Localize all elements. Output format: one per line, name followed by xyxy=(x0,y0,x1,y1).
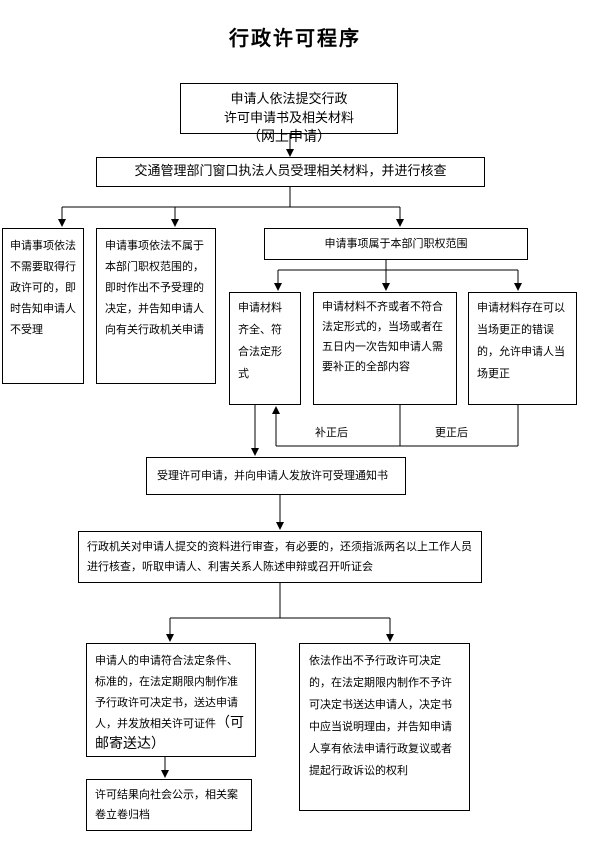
node-submit-line1: 申请人依法提交行政 xyxy=(230,92,348,107)
page-title: 行政许可程序 xyxy=(229,26,361,50)
node-submit: 申请人依法提交行政 许可申请书及相关材料 （网上申请） xyxy=(180,83,398,145)
node-incomplete: 申请材料不齐或者不符合法定形式的，当场或者在五日内一次告知申请人需要补正的全部内… xyxy=(313,292,457,405)
mail-delivery-note: （可邮寄送达） xyxy=(95,715,244,752)
node-complete: 申请材料齐全、符合法定形式 xyxy=(229,292,301,405)
node-submit-line2: 许可申请书及相关材料 xyxy=(223,111,354,126)
node-fixable: 申请材料存在可以当场更正的错误的，允许申请人当场更正 xyxy=(468,292,577,405)
node-deny: 依法作出不予行政许可决定的，在法定期限内制作不予许可决定书送达申请人，决定书中应… xyxy=(299,643,470,811)
label-after-correction: 更正后 xyxy=(435,426,468,439)
node-approve: 申请人的申请符合法定条件、标准的，在法定期限内制作准予行政许可决定书，送达申请人… xyxy=(86,643,256,757)
node-in-scope: 申请事项属于本部门职权范围 xyxy=(264,228,528,260)
node-review-window: 交通管理部门窗口执法人员受理相关材料，并进行核查 xyxy=(96,157,485,187)
node-approve-text: 申请人的申请符合法定条件、标准的，在法定期限内制作准予行政许可决定书，送达申请人… xyxy=(95,654,238,730)
label-after-supplement: 补正后 xyxy=(315,426,348,439)
node-examine: 行政机关对申请人提交的资料进行审查，有必要的，还须指派两名以上工作人员进行核查，… xyxy=(78,531,482,583)
node-no-permit-needed: 申请事项依法不需要取得行政许可的，即时告知申请人不受理 xyxy=(2,228,84,384)
online-application-note: （网上申请） xyxy=(247,129,331,145)
node-not-in-scope: 申请事项依法不属于本部门职权范围的，即时作出不予受理的决定，并告知申请人向有关行… xyxy=(96,228,216,384)
node-accept: 受理许可申请，并向申请人发放许可受理通知书 xyxy=(146,457,406,495)
node-publish: 许可结果向社会公示，相关案卷立卷归档 xyxy=(86,779,252,831)
